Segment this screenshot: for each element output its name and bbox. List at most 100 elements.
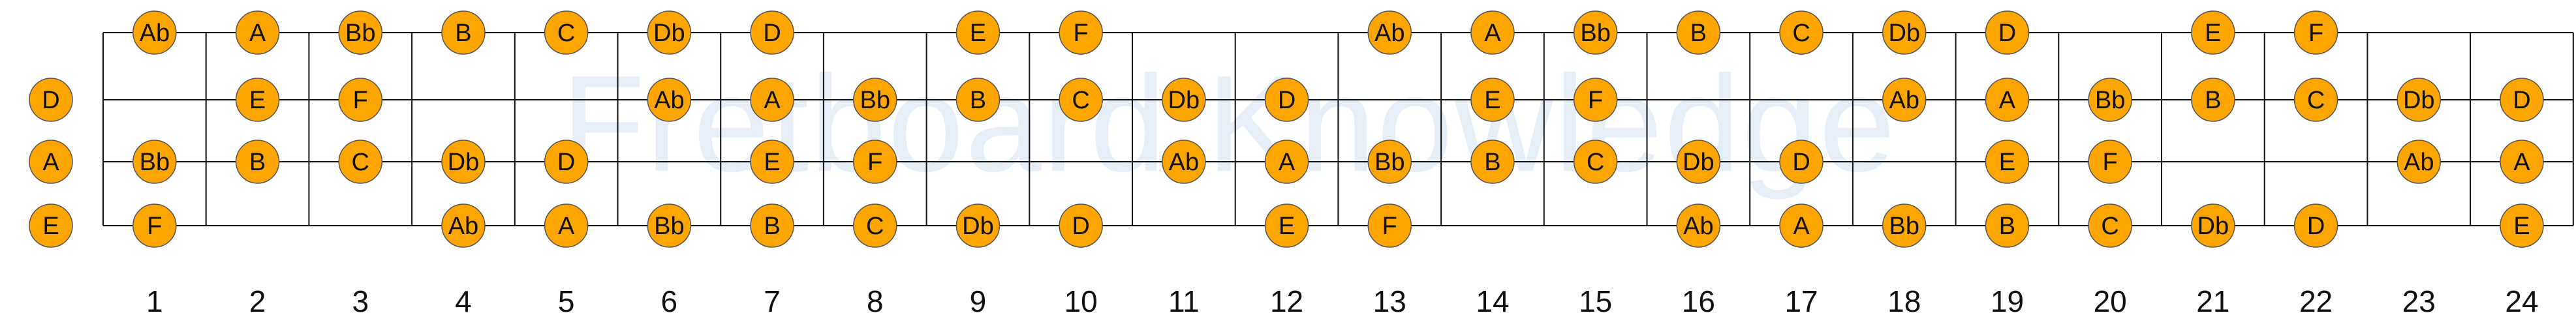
note-label: Ab bbox=[2404, 149, 2434, 176]
fret-number: 15 bbox=[1579, 284, 1612, 318]
note-marker bbox=[132, 203, 177, 248]
fret-number: 2 bbox=[249, 284, 266, 318]
note-label: A bbox=[2513, 149, 2530, 176]
note-label: D bbox=[557, 149, 575, 176]
note-marker bbox=[441, 10, 486, 55]
open-note-marker bbox=[29, 203, 73, 248]
fret-number: 6 bbox=[661, 284, 678, 318]
note-marker bbox=[1779, 203, 1823, 248]
note-label: D bbox=[1998, 20, 2016, 47]
note-marker bbox=[544, 140, 589, 184]
note-marker bbox=[544, 203, 589, 248]
note-label: B bbox=[764, 213, 780, 240]
note-label: D bbox=[2307, 213, 2325, 240]
note-marker bbox=[1676, 140, 1721, 184]
note-label: F bbox=[2103, 149, 2118, 176]
note-label: E bbox=[764, 149, 780, 176]
fret-number: 18 bbox=[1887, 284, 1921, 318]
fret-number: 1 bbox=[146, 284, 163, 318]
note-label: Ab bbox=[1374, 20, 1404, 47]
fret-number: 23 bbox=[2402, 284, 2436, 318]
note-marker bbox=[544, 10, 589, 55]
note-label: Bb bbox=[654, 213, 684, 240]
note-marker bbox=[1985, 78, 2030, 122]
note-label: Ab bbox=[448, 213, 478, 240]
fret-number: 17 bbox=[1784, 284, 1818, 318]
fret-number: 19 bbox=[1991, 284, 2024, 318]
note-marker bbox=[1059, 203, 1103, 248]
note-marker bbox=[2397, 140, 2441, 184]
fret-number: 7 bbox=[764, 284, 781, 318]
note-marker bbox=[750, 140, 794, 184]
note-label: D bbox=[1072, 213, 1089, 240]
note-label: F bbox=[1074, 20, 1089, 47]
note-label: E bbox=[1484, 87, 1500, 114]
note-marker bbox=[1573, 140, 1618, 184]
note-marker bbox=[2191, 203, 2235, 248]
note-marker bbox=[2500, 140, 2544, 184]
note-marker bbox=[235, 78, 280, 122]
note-label: C bbox=[1072, 87, 1089, 114]
note-marker bbox=[1676, 203, 1721, 248]
note-marker bbox=[2191, 10, 2235, 55]
note-marker bbox=[1059, 10, 1103, 55]
note-label: F bbox=[1382, 213, 1397, 240]
note-marker bbox=[955, 203, 1001, 248]
note-label: B bbox=[1999, 213, 2015, 240]
note-label: Bb bbox=[2095, 87, 2125, 114]
note-label: Ab bbox=[654, 87, 684, 114]
note-marker bbox=[1367, 10, 1412, 55]
note-label: A bbox=[1793, 213, 1810, 240]
note-marker bbox=[1264, 203, 1309, 248]
note-marker bbox=[1059, 78, 1103, 122]
note-marker bbox=[1162, 140, 1206, 184]
note-marker bbox=[2191, 78, 2235, 122]
note-label: C bbox=[557, 20, 575, 47]
note-marker bbox=[1264, 140, 1309, 184]
note-marker bbox=[1367, 203, 1412, 248]
note-marker bbox=[1985, 203, 2030, 248]
note-marker bbox=[1470, 78, 1515, 122]
note-marker bbox=[1470, 10, 1515, 55]
fret-number: 16 bbox=[1682, 284, 1715, 318]
note-label: D bbox=[763, 20, 781, 47]
note-label: Bb bbox=[1580, 20, 1610, 47]
note-label: Bb bbox=[860, 87, 890, 114]
note-label: Bb bbox=[1889, 213, 1919, 240]
note-marker bbox=[2500, 203, 2544, 248]
note-marker bbox=[235, 10, 280, 55]
note-label: C bbox=[1587, 149, 1604, 176]
note-marker bbox=[2088, 78, 2132, 122]
note-label: F bbox=[353, 87, 368, 114]
open-note-marker bbox=[29, 78, 73, 122]
fret-number: 8 bbox=[867, 284, 884, 318]
note-marker bbox=[132, 140, 177, 184]
note-marker bbox=[1882, 10, 1927, 55]
fret-number: 4 bbox=[455, 284, 472, 318]
note-label: A bbox=[249, 20, 266, 47]
note-marker bbox=[853, 78, 897, 122]
note-label: E bbox=[970, 20, 986, 47]
note-label: C bbox=[2101, 213, 2118, 240]
note-label: F bbox=[867, 149, 882, 176]
note-marker bbox=[1573, 10, 1618, 55]
note-marker bbox=[2397, 78, 2441, 122]
note-label: B bbox=[1484, 149, 1500, 176]
note-marker bbox=[750, 78, 794, 122]
fret-number: 13 bbox=[1373, 284, 1406, 318]
note-label: A bbox=[764, 87, 781, 114]
note-label: A bbox=[558, 213, 575, 240]
note-marker bbox=[235, 140, 280, 184]
note-label: Bb bbox=[140, 149, 170, 176]
note-label: E bbox=[2205, 20, 2221, 47]
note-label: F bbox=[147, 213, 162, 240]
fret-number: 20 bbox=[2094, 284, 2127, 318]
fret-number: 14 bbox=[1476, 284, 1509, 318]
note-label: Ab bbox=[140, 20, 170, 47]
note-label: E bbox=[1999, 149, 2015, 176]
note-marker bbox=[1573, 78, 1618, 122]
note-marker bbox=[1367, 140, 1412, 184]
fret-number: 24 bbox=[2505, 284, 2538, 318]
open-note-label: D bbox=[42, 87, 59, 114]
